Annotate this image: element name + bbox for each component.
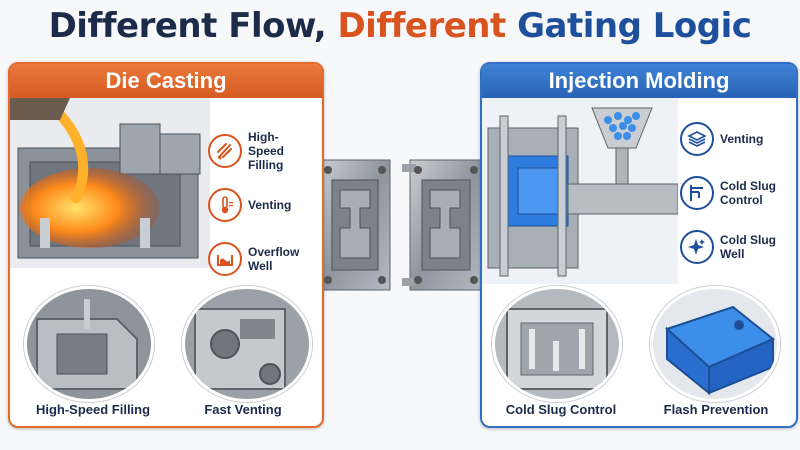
caption-flash-prevention: Flash Prevention (663, 402, 769, 417)
feature-cold-slug-control: Cold Slug Control (680, 176, 782, 210)
layers-icon (680, 122, 714, 156)
feature-label: Overflow Well (248, 245, 300, 273)
caption-cold-slug-control: Cold Slug Control (505, 402, 617, 417)
title-part-2: Different (337, 6, 518, 46)
feature-cold-slug-well: Cold Slug Well (680, 230, 782, 264)
injection-molding-panel: Injection Molding Venting Cold Slug Cont… (480, 62, 798, 428)
feature-label: Cold Slug Control (720, 179, 776, 207)
feature-overflow-well: Overflow Well (208, 242, 310, 276)
feature-label: High-Speed Filling (248, 130, 285, 172)
page-title: Different Flow, Different Gating Logic (0, 6, 800, 46)
injection-molding-header: Injection Molding (482, 64, 796, 98)
cold-slug-control-detail (492, 286, 622, 402)
die-casting-panel: Die Casting High-Speed Filling Ven (8, 62, 324, 428)
flash-prevention-detail (650, 286, 780, 402)
overflow-well-icon (208, 242, 242, 276)
title-part-1: Different Flow, (48, 6, 338, 46)
feature-label: Venting (248, 198, 292, 212)
feature-venting: Venting (680, 122, 782, 156)
feature-label: Cold Slug Well (720, 233, 776, 261)
feature-venting: Venting (208, 188, 310, 222)
feature-label: Venting (720, 132, 764, 146)
center-mold-illustration (319, 159, 483, 291)
caliper-icon (680, 176, 714, 210)
thermometer-icon (208, 188, 242, 222)
title-part-3: Gating Logic (517, 6, 752, 46)
high-speed-filling-detail (24, 286, 154, 402)
injection-molding-illustration (482, 98, 678, 284)
sparkle-icon (680, 230, 714, 264)
splash-icon (208, 134, 242, 168)
fast-venting-detail (182, 286, 312, 402)
feature-high-speed-filling: High-Speed Filling (208, 130, 310, 172)
die-casting-mold-illustration (10, 98, 210, 268)
die-casting-header: Die Casting (10, 64, 322, 98)
caption-high-speed-filling: High-Speed Filling (35, 402, 151, 417)
caption-fast-venting: Fast Venting (204, 402, 282, 417)
